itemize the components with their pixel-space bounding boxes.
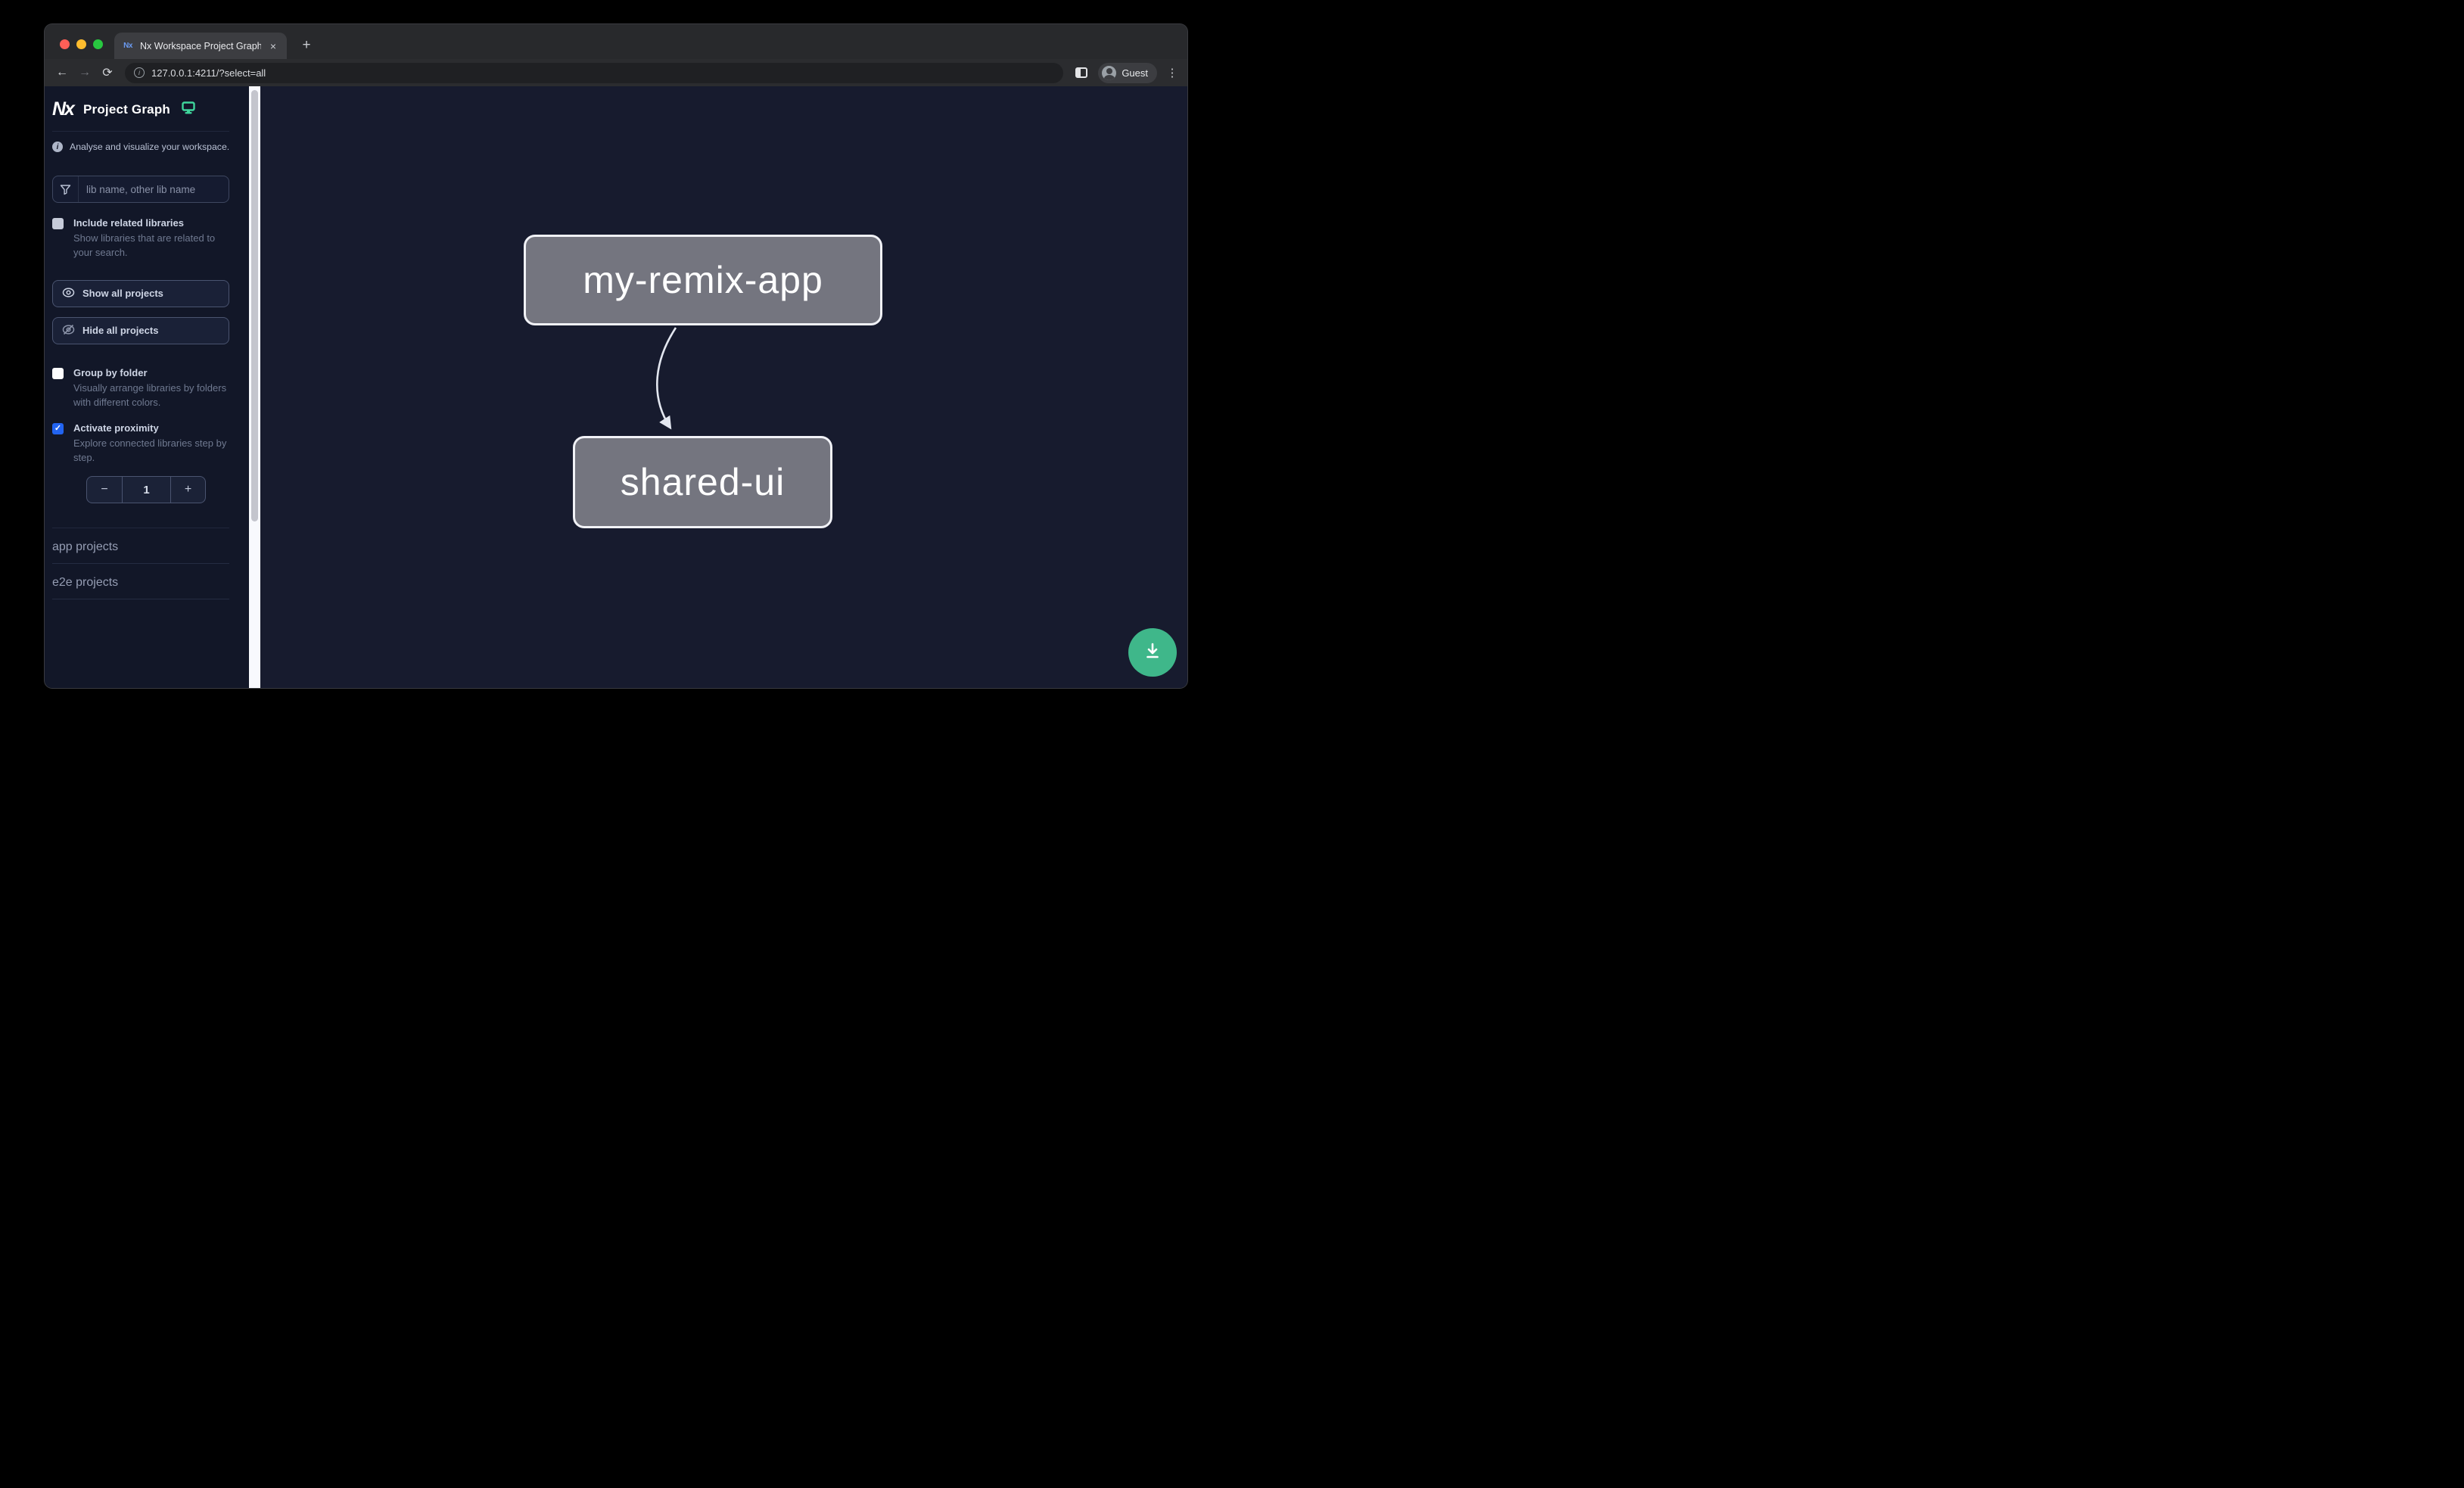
- sidebar-scrollbar[interactable]: [249, 86, 260, 688]
- tab-close-icon[interactable]: ×: [269, 39, 276, 52]
- toggle-description: Show libraries that are related to your …: [73, 232, 216, 258]
- address-bar[interactable]: i 127.0.0.1:4211/?select=all: [125, 62, 1064, 83]
- monitor-icon[interactable]: [182, 101, 195, 118]
- nx-favicon-icon: Nx: [123, 42, 132, 50]
- page-title: Project Graph: [82, 101, 170, 117]
- eye-off-icon: [62, 324, 75, 338]
- close-window-button[interactable]: [60, 39, 70, 49]
- toggle-description: Explore connected libraries step by step…: [73, 437, 227, 464]
- tab-strip: Nx Nx Workspace Project Graph × +: [45, 24, 1187, 59]
- download-image-button[interactable]: [1128, 628, 1177, 677]
- tagline-text: Analyse and visualize your workspace.: [70, 142, 230, 152]
- url-host: 127.0.0.1:4211: [151, 67, 216, 79]
- page-content: Nx Project Graph i Analyse and visualize…: [45, 86, 1187, 688]
- info-icon: i: [52, 142, 63, 152]
- browser-tab[interactable]: Nx Nx Workspace Project Graph ×: [114, 33, 287, 59]
- eye-icon: [62, 288, 75, 300]
- avatar: [1102, 65, 1117, 80]
- back-icon[interactable]: ←: [56, 66, 68, 79]
- toggle-label: Group by folder: [73, 366, 148, 378]
- browser-window: Nx Nx Workspace Project Graph × + ← → ⟳ …: [45, 24, 1187, 688]
- window-controls: [60, 39, 103, 49]
- scrollbar-thumb[interactable]: [251, 90, 258, 521]
- show-all-projects-button[interactable]: Show all projects: [52, 279, 229, 307]
- maximize-window-button[interactable]: [93, 39, 103, 49]
- browser-menu-icon[interactable]: ⋮: [1166, 67, 1178, 79]
- button-label: Show all projects: [82, 288, 163, 300]
- search-box: [52, 176, 229, 203]
- button-label: Hide all projects: [82, 325, 159, 337]
- nx-logo: Nx: [52, 98, 75, 120]
- toggle-include-related[interactable]: Include related libraries Show libraries…: [52, 217, 229, 260]
- graph-node-shared-ui[interactable]: shared-ui: [573, 436, 832, 528]
- site-info-icon[interactable]: i: [134, 67, 145, 78]
- section-e2e-projects[interactable]: e2e projects: [52, 576, 119, 590]
- side-panel-icon[interactable]: [1075, 67, 1088, 78]
- forward-icon[interactable]: →: [79, 66, 91, 79]
- tab-title: Nx Workspace Project Graph: [140, 40, 261, 51]
- checkbox-activate-proximity[interactable]: ✓: [52, 423, 64, 435]
- divider: [52, 131, 229, 132]
- hide-all-projects-button[interactable]: Hide all projects: [52, 316, 229, 344]
- screenshot-stage: Nx Nx Workspace Project Graph × + ← → ⟳ …: [0, 0, 1232, 744]
- checkbox-group-by-folder[interactable]: [52, 367, 64, 379]
- sidebar: Nx Project Graph i Analyse and visualize…: [45, 86, 249, 688]
- checkbox-include-related[interactable]: [52, 218, 64, 229]
- toggle-description: Visually arrange libraries by folders wi…: [73, 381, 227, 408]
- tagline-row: i Analyse and visualize your workspace.: [52, 142, 229, 152]
- url-text: 127.0.0.1:4211/?select=all: [151, 67, 266, 79]
- increment-button[interactable]: +: [170, 477, 205, 503]
- filter-icon: [53, 176, 79, 202]
- sidebar-header: Nx Project Graph: [52, 86, 229, 119]
- search-input[interactable]: [79, 176, 229, 202]
- divider: [52, 563, 229, 565]
- proximity-stepper: − 1 +: [86, 476, 206, 504]
- profile-button[interactable]: Guest: [1098, 62, 1157, 83]
- new-tab-button[interactable]: +: [302, 37, 311, 53]
- stepper-value[interactable]: 1: [143, 483, 150, 497]
- profile-label: Guest: [1122, 67, 1148, 79]
- graph-node-my-remix-app[interactable]: my-remix-app: [524, 235, 882, 325]
- reload-icon[interactable]: ⟳: [102, 67, 113, 79]
- dependency-edge: [656, 327, 677, 430]
- toggle-activate-proximity[interactable]: ✓ Activate proximity Explore connected l…: [52, 422, 229, 465]
- toggle-group-by-folder[interactable]: Group by folder Visually arrange librari…: [52, 367, 229, 410]
- minimize-window-button[interactable]: [76, 39, 86, 49]
- decrement-button[interactable]: −: [87, 477, 123, 503]
- browser-toolbar: ← → ⟳ i 127.0.0.1:4211/?select=all Guest…: [45, 59, 1187, 86]
- section-app-projects[interactable]: app projects: [52, 540, 119, 554]
- toggle-label: Include related libraries: [73, 217, 184, 229]
- download-icon: [1143, 642, 1162, 664]
- url-path: /?select=all: [216, 67, 266, 79]
- graph-canvas[interactable]: my-remix-app shared-ui: [260, 86, 1187, 688]
- toggle-label: Activate proximity: [73, 422, 159, 434]
